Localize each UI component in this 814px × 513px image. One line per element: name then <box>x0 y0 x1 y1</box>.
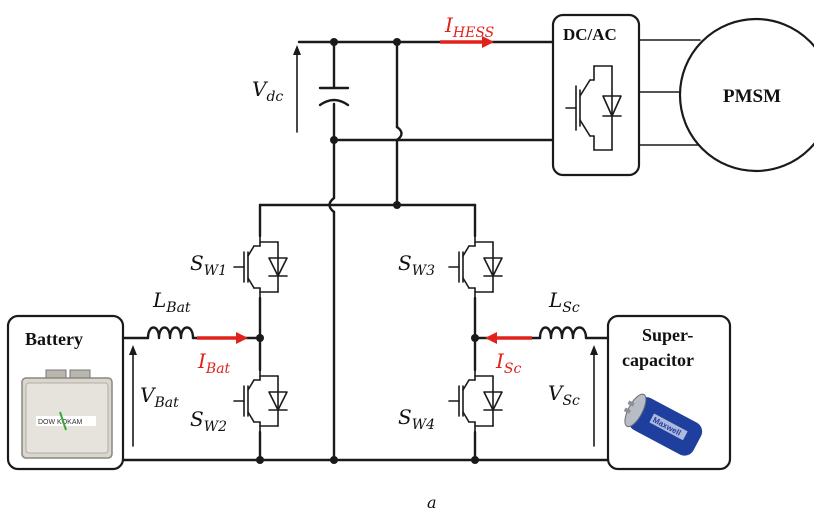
battery-inductor: LBat <box>146 288 195 340</box>
dc-link-capacitor <box>318 86 350 107</box>
dcac-label: DC/AC <box>563 25 617 44</box>
switch-sw3-icon <box>448 235 503 299</box>
vdc-main: V <box>252 77 269 101</box>
ibat-main: I <box>197 349 207 373</box>
vsc-label: VSc <box>548 345 598 447</box>
vsc-main: V <box>548 381 565 405</box>
sw4-label: SW4 <box>398 405 435 433</box>
switch-sw1-icon <box>233 235 288 299</box>
svg-text:IBat: IBat <box>197 349 231 377</box>
supercap-label-line2: capacitor <box>622 350 694 370</box>
dcac-inverter: DC/AC <box>551 13 641 177</box>
vsc-sub: Sc <box>562 393 580 409</box>
battery-block: Battery DOW KOKAM <box>6 314 125 471</box>
inverter-switch-icon <box>565 65 622 151</box>
isc-main: I <box>495 349 505 373</box>
ibat-current-arrow: IBat <box>197 332 248 377</box>
dc-bus <box>258 40 562 462</box>
vdc-sub: dc <box>266 89 283 105</box>
ibat-sub: Bat <box>205 361 231 377</box>
pmsm-label: PMSM <box>723 86 781 107</box>
sw2-label: SW2 <box>190 407 227 435</box>
supercapacitor-picture: Maxwell <box>623 393 703 456</box>
lsc-main: L <box>548 288 562 312</box>
supercap-label-line1: Super- <box>642 325 693 345</box>
vbat-label: VBat <box>129 345 179 447</box>
ihess-current-arrow: IHESS <box>440 13 494 48</box>
switch-sw2-icon <box>233 369 288 433</box>
svg-text:IHESS: IHESS <box>444 13 494 41</box>
sw1-label: SW1 <box>190 251 227 279</box>
svg-text:VSc: VSc <box>548 381 580 409</box>
switch-sw4-icon <box>448 369 503 433</box>
svg-text:LBat: LBat <box>152 288 191 316</box>
ihess-main: I <box>444 13 454 37</box>
svg-text:Vdc: Vdc <box>252 77 283 105</box>
supercapacitor-block: Super- capacitor Maxwell <box>606 314 732 471</box>
svg-text:ISc: ISc <box>495 349 521 377</box>
sw3-label: SW3 <box>398 251 435 279</box>
pmsm-motor: PMSM <box>678 17 814 173</box>
battery-brand-text: DOW KOKAM <box>38 419 83 426</box>
junction-dots <box>256 38 479 464</box>
vbat-main: V <box>140 383 157 407</box>
lbat-sub: Bat <box>165 300 191 316</box>
svg-text:LSc: LSc <box>548 288 580 316</box>
battery-label: Battery <box>25 329 83 349</box>
isc-sub: Sc <box>504 361 522 377</box>
svg-text:VBat: VBat <box>140 383 179 411</box>
lsc-sub: Sc <box>562 300 580 316</box>
battery-cell-picture: DOW KOKAM <box>21 369 113 459</box>
lbat-main: L <box>152 288 166 312</box>
supercap-inductor: LSc <box>538 288 588 340</box>
ihess-sub: HESS <box>452 25 494 41</box>
supercap-wires <box>473 336 610 462</box>
isc-current-arrow: ISc <box>485 332 532 377</box>
figure-caption: a <box>427 493 437 512</box>
vbat-sub: Bat <box>153 395 179 411</box>
vdc-label: Vdc <box>252 45 301 133</box>
